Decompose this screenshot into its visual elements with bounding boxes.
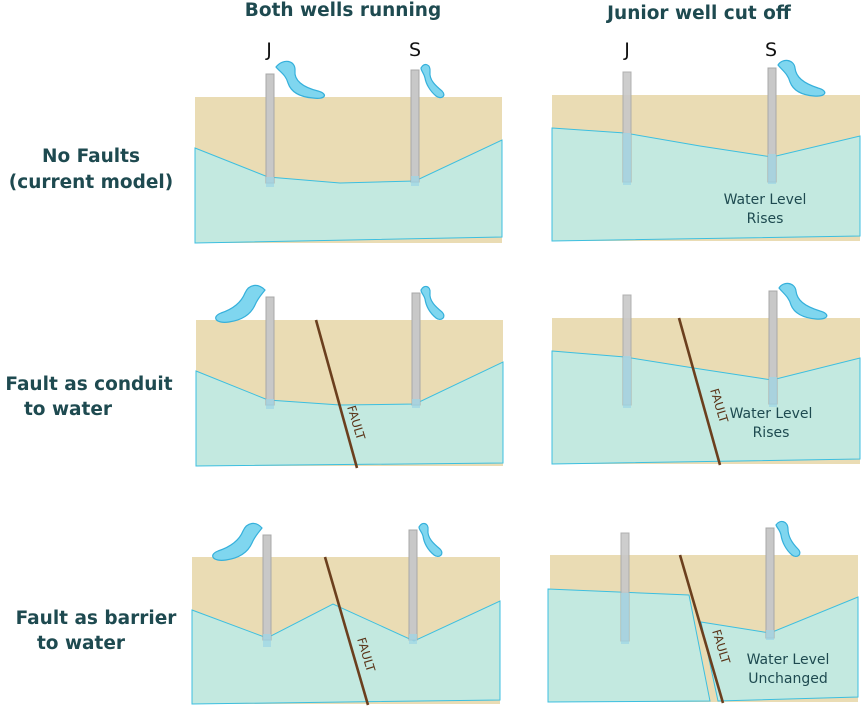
senior-discharge-water — [418, 522, 443, 558]
svg-text:Rises: Rises — [747, 211, 784, 227]
senior-well-screen — [766, 630, 774, 640]
junior-well-screen — [266, 399, 274, 409]
fault-line — [677, 317, 722, 466]
junior-well-screen — [623, 133, 631, 185]
senior-well-screen — [769, 377, 777, 407]
senior-well-casing — [765, 527, 775, 639]
junior-well-screen — [623, 356, 631, 408]
junior-well-screen — [263, 634, 271, 647]
junior-discharge-water — [212, 522, 263, 561]
svg-text:to water: to water — [24, 399, 113, 420]
fault-line — [323, 556, 370, 706]
senior-well-screen — [411, 176, 419, 186]
panel-no-faults-both-wells: J S — [194, 39, 503, 244]
row-heading-fault-conduit: Fault as conduit to water — [5, 374, 172, 420]
svg-text:to water: to water — [37, 633, 126, 654]
panel-fault-barrier-junior-cut-off: FAULT Water Level Unchanged — [547, 520, 859, 704]
junior-well-casing — [265, 73, 275, 184]
water-table — [191, 600, 501, 705]
svg-text:No Faults: No Faults — [42, 146, 140, 167]
svg-text:Water Level: Water Level — [724, 192, 807, 208]
column-heading-junior-cut-off: Junior well cut off — [605, 3, 792, 24]
senior-well-screen — [409, 634, 417, 644]
senior-discharge-water — [778, 282, 828, 320]
senior-well-label: S — [765, 39, 777, 61]
junior-well-casing — [262, 534, 272, 641]
fault-line — [314, 319, 359, 469]
water-level-note: Water Level Rises — [724, 192, 807, 227]
svg-text:(current model): (current model) — [9, 172, 173, 193]
junior-discharge-water — [275, 60, 326, 99]
svg-text:Unchanged: Unchanged — [748, 671, 828, 687]
row-heading-fault-barrier: Fault as barrier to water — [16, 608, 178, 654]
svg-text:Fault as barrier: Fault as barrier — [16, 608, 178, 629]
water-table — [195, 361, 504, 467]
water-level-note: Water Level Unchanged — [747, 652, 830, 687]
senior-well-screen — [768, 154, 776, 184]
junior-well-screen — [621, 593, 629, 644]
row-heading-no-faults: No Faults (current model) — [9, 146, 173, 193]
senior-well-casing — [410, 69, 420, 183]
junior-discharge-water — [215, 284, 266, 323]
panel-fault-conduit-junior-cut-off: FAULT Water Level Rises — [551, 282, 861, 466]
senior-discharge-water — [775, 520, 801, 558]
senior-well-label: S — [409, 39, 421, 61]
senior-discharge-water — [420, 285, 445, 321]
svg-text:Water Level: Water Level — [747, 652, 830, 668]
water-table-junior-side — [547, 588, 711, 703]
fault-line — [678, 554, 725, 704]
junior-well-label: J — [265, 39, 272, 61]
junior-well-label: J — [623, 39, 630, 61]
panel-no-faults-junior-cut-off: J S Water Level Rises — [551, 39, 861, 242]
junior-well-casing — [265, 296, 275, 406]
svg-text:Fault as conduit: Fault as conduit — [5, 374, 172, 395]
column-heading-both-wells: Both wells running — [245, 0, 441, 21]
panel-fault-conduit-both-wells: FAULT — [195, 284, 504, 469]
water-table — [194, 139, 503, 244]
senior-well-screen — [412, 399, 420, 408]
senior-discharge-water — [420, 63, 445, 99]
svg-text:Water Level: Water Level — [730, 406, 813, 422]
senior-discharge-water — [777, 59, 826, 97]
panel-fault-barrier-both-wells: FAULT — [191, 522, 501, 706]
senior-well-casing — [408, 529, 418, 641]
junior-well-screen — [266, 177, 274, 187]
senior-well-casing — [411, 292, 421, 406]
svg-text:Rises: Rises — [753, 425, 790, 441]
water-table-senior-side — [700, 596, 859, 702]
water-level-note: Water Level Rises — [730, 406, 813, 441]
